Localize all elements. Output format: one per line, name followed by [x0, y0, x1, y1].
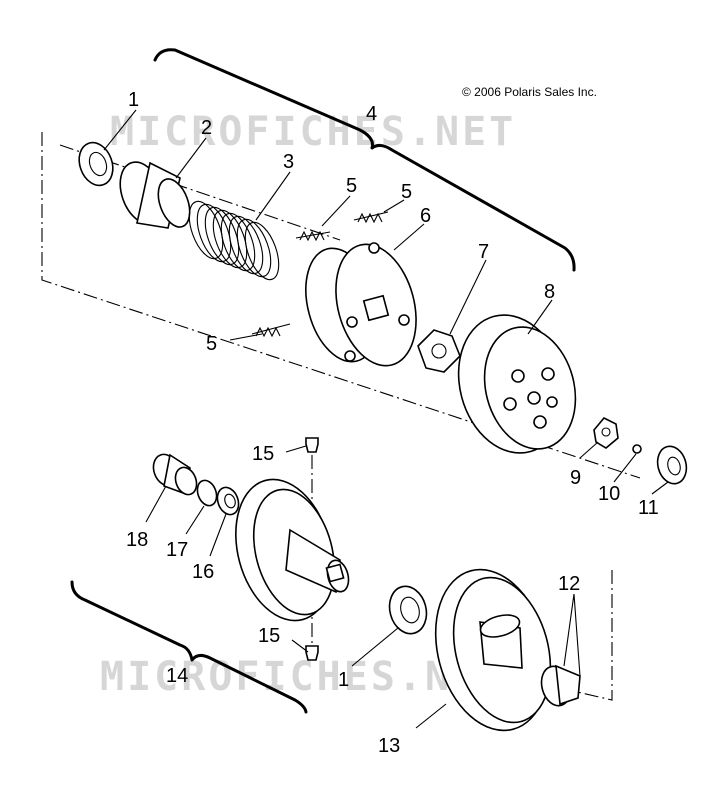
leader-12 — [563, 593, 581, 677]
callout-5-b: 5 — [401, 181, 412, 203]
leader-13 — [415, 703, 447, 729]
callout-1-top: 1 — [128, 89, 139, 111]
sleeve-part-2 — [119, 161, 191, 229]
leader-3 — [255, 171, 291, 221]
copyright-notice: © 2006 Polaris Sales Inc. — [462, 85, 597, 99]
leader-7 — [449, 259, 487, 335]
washer-part-10 — [632, 444, 642, 454]
group-14-bracket — [70, 580, 308, 714]
callout-9: 9 — [570, 467, 581, 489]
grease-fitting-top — [305, 437, 319, 453]
callout-15-top: 15 — [252, 443, 274, 465]
nut-part-7 — [417, 329, 461, 373]
callout-12: 12 — [558, 573, 580, 595]
leader-16 — [209, 513, 227, 557]
leader-5-a — [321, 195, 351, 227]
callout-5-c: 5 — [206, 333, 217, 355]
grease-fitting-bottom — [305, 645, 319, 661]
oil-seal-top — [78, 141, 114, 187]
leader-15-top — [285, 445, 307, 453]
callout-13: 13 — [378, 735, 400, 757]
callout-15-bottom: 15 — [258, 625, 280, 647]
spacer-part-12 — [540, 664, 581, 707]
leader-8 — [527, 299, 553, 335]
fixed-sheave-part-13 — [434, 568, 552, 732]
bearing-part-11 — [656, 445, 688, 485]
driven-sheave-assembly — [235, 478, 350, 622]
watermark-bottom: MICROFICHES.NET — [100, 654, 506, 700]
small-spring-a — [295, 230, 331, 242]
leader-18 — [145, 485, 167, 523]
leader-1-bottom — [351, 627, 399, 667]
callout-18: 18 — [126, 529, 148, 551]
leader-1-top — [103, 109, 137, 151]
callout-2: 2 — [201, 117, 212, 139]
oil-seal-bottom — [388, 585, 428, 635]
leader-10 — [613, 453, 637, 483]
needle-bearing-part-18 — [152, 453, 198, 496]
bushing-part-16 — [216, 486, 240, 516]
callout-3: 3 — [283, 151, 294, 173]
leader-2 — [175, 137, 207, 179]
leader-9 — [579, 441, 599, 459]
callout-10: 10 — [598, 483, 620, 505]
clutch-bell-part-8 — [457, 314, 577, 454]
callout-5-a: 5 — [346, 175, 357, 197]
callout-14: 14 — [166, 665, 188, 687]
axis-upper — [41, 132, 641, 479]
callout-4: 4 — [366, 103, 377, 125]
axis-lower — [559, 570, 613, 701]
small-spring-b — [353, 211, 389, 224]
leader-11 — [651, 481, 669, 495]
leader-5-c — [229, 333, 263, 341]
callout-8: 8 — [544, 281, 555, 303]
leader-5-b — [383, 199, 405, 213]
watermark-top: MICROFICHES.NET — [110, 109, 516, 155]
callout-6: 6 — [420, 205, 431, 227]
snap-ring-part-17 — [196, 479, 218, 507]
leader-17 — [185, 505, 205, 535]
callout-17: 17 — [166, 539, 188, 561]
callout-11: 11 — [638, 497, 659, 519]
small-spring-c — [251, 323, 291, 338]
leader-15-bottom — [291, 639, 309, 653]
spring-part-3 — [188, 200, 280, 281]
clutch-carrier-part-6 — [305, 242, 417, 367]
callout-16: 16 — [192, 561, 214, 583]
callout-7: 7 — [478, 241, 489, 263]
nut-part-9 — [593, 417, 619, 449]
group-4-bracket — [153, 48, 576, 272]
leader-6 — [393, 223, 425, 251]
callout-1-bottom: 1 — [338, 669, 349, 691]
